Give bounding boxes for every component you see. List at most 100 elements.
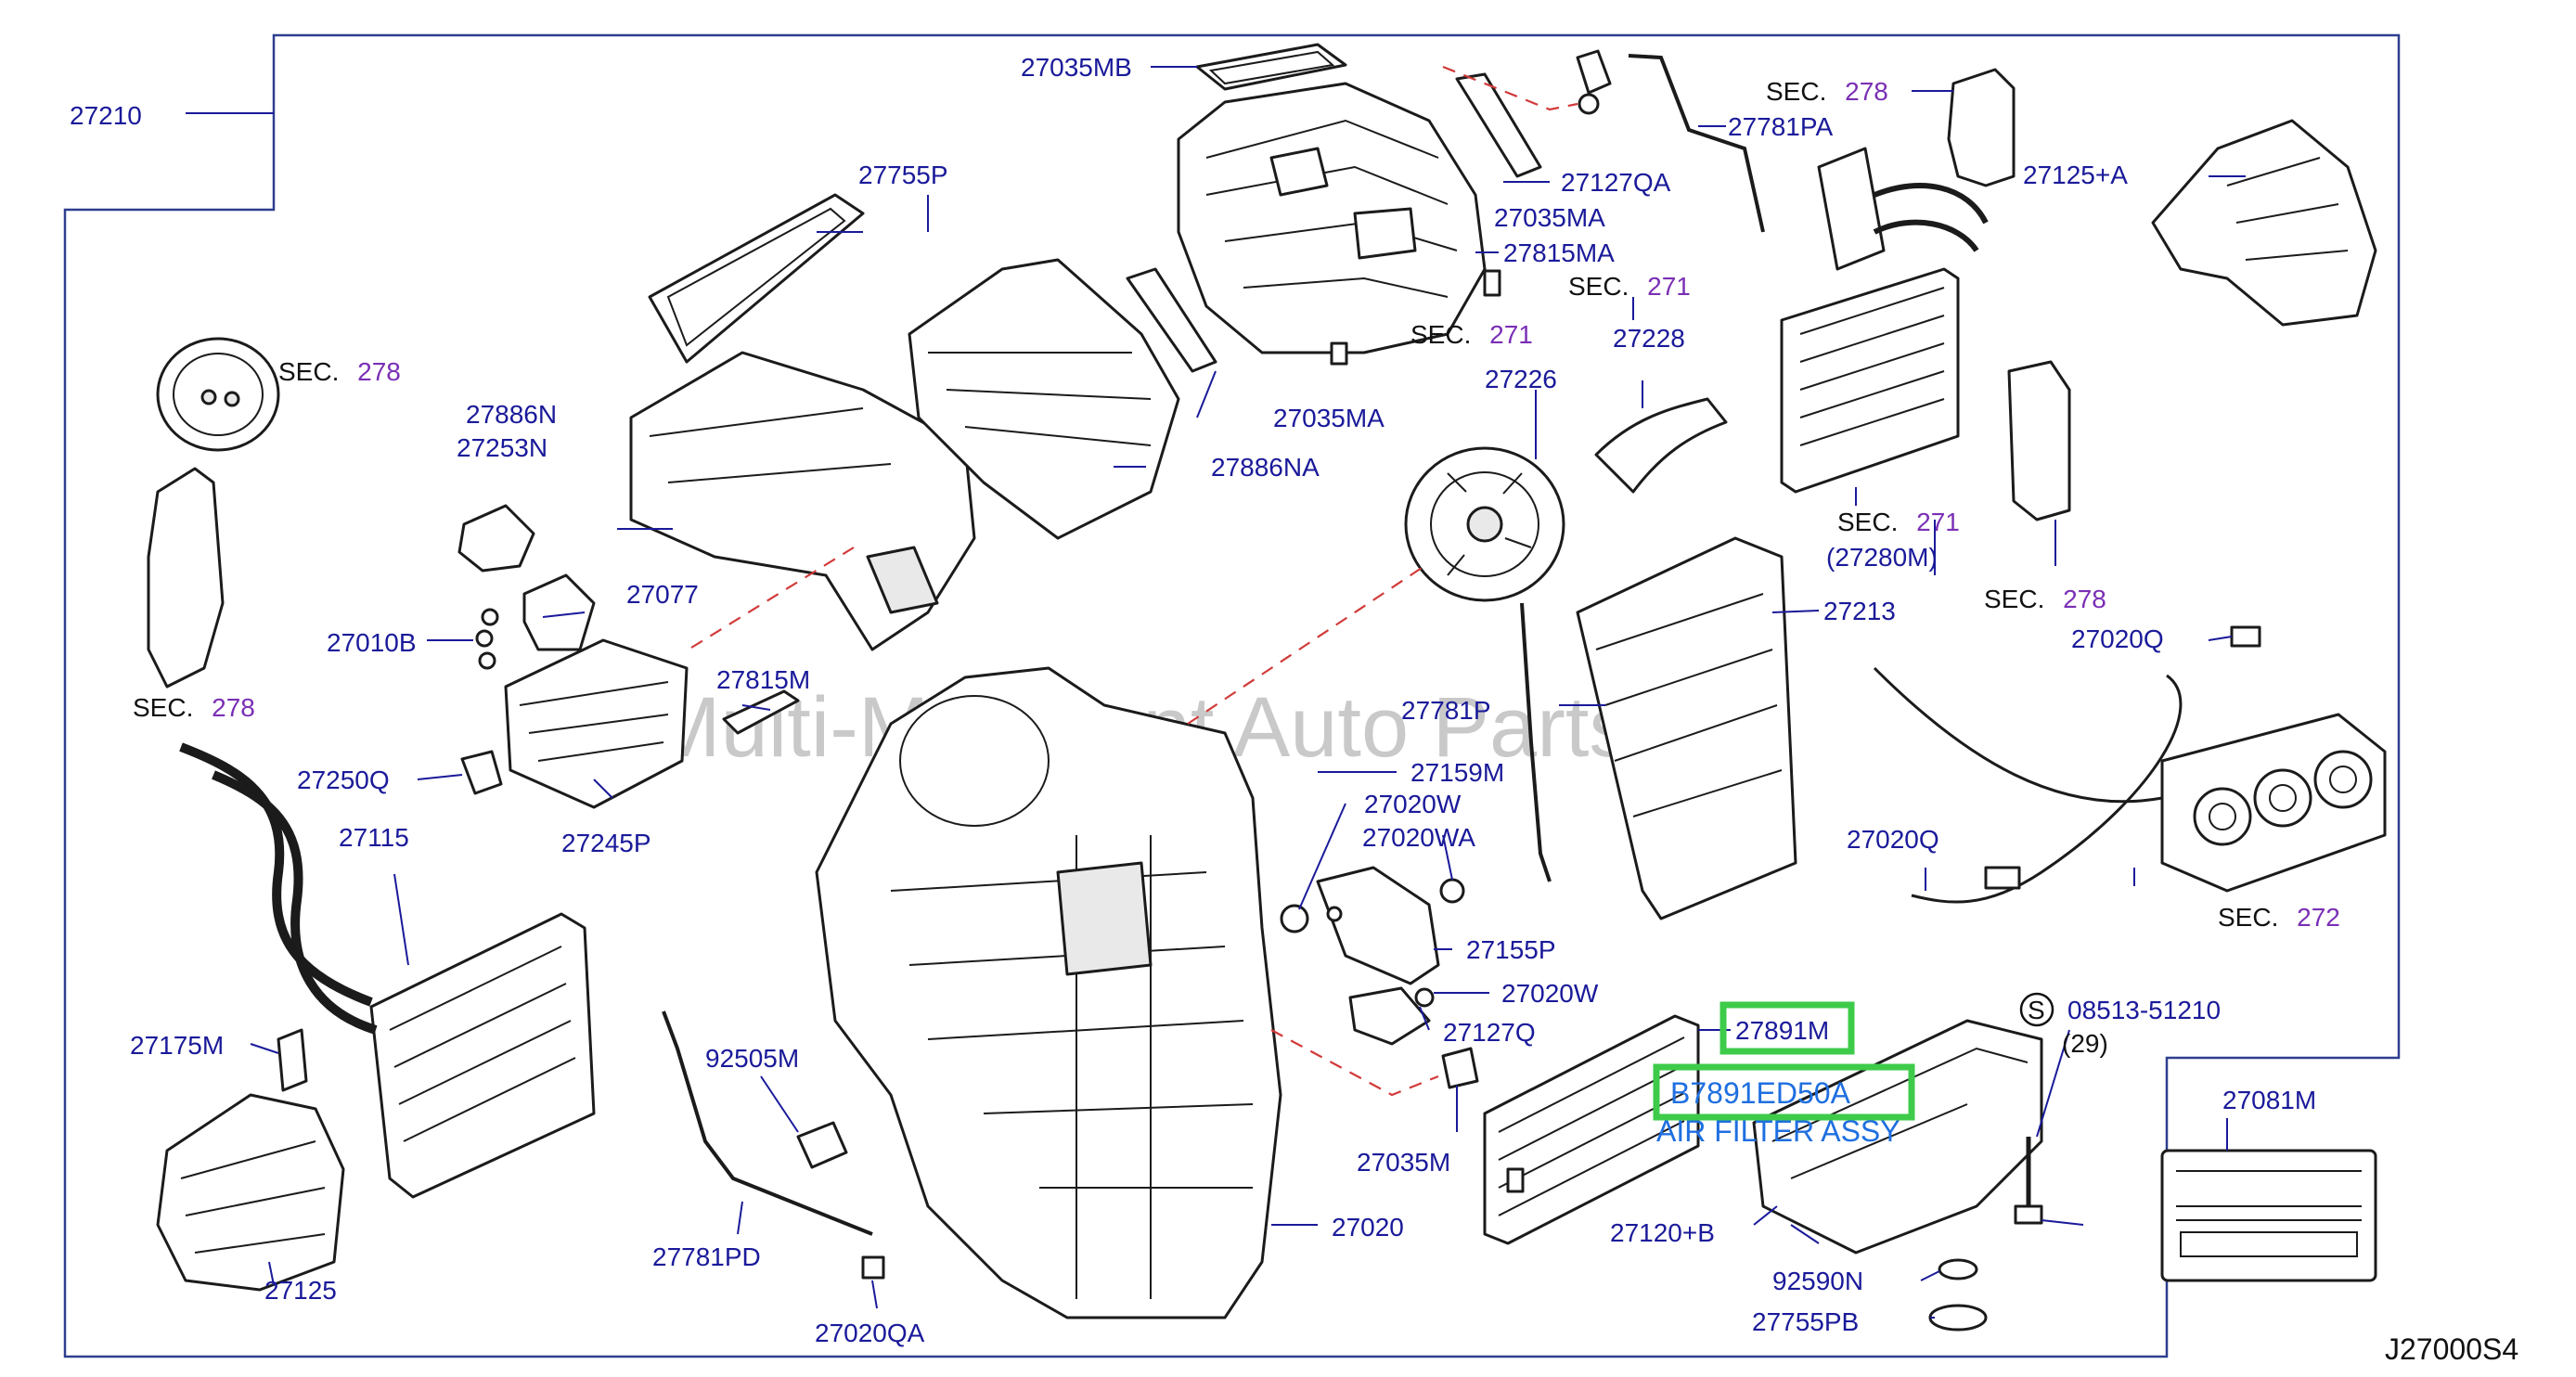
rod-27781pd xyxy=(662,1010,873,1236)
guide-line-3 xyxy=(1187,565,1425,725)
evaporator-illustration xyxy=(1780,147,1989,494)
label-27159m: 27159M xyxy=(1410,758,1504,787)
label-27886n: 27886N xyxy=(466,400,557,429)
strip-27815m xyxy=(722,689,800,735)
part-27127qa-illustration xyxy=(1576,49,1612,115)
label-27077: 27077 xyxy=(626,580,699,609)
duct-27125-illustration xyxy=(156,1093,345,1292)
duct-27228-illustration xyxy=(1594,397,1728,494)
guide-line-4 xyxy=(1270,1029,1439,1097)
part-27781pa-rod xyxy=(1628,54,1765,233)
label-27127qa: 27127QA xyxy=(1561,168,1671,197)
cable-clip-27020q-lower xyxy=(1984,866,2021,890)
sec-ref-271-b: SEC. 271 xyxy=(1410,320,1533,349)
blower-motor-illustration xyxy=(1404,446,1565,602)
label-27226: 27226 xyxy=(1485,365,1557,393)
cable-27020q-2 xyxy=(1911,674,2183,904)
label-27125a: 27125+A xyxy=(2023,161,2128,189)
highlight-box-replacement xyxy=(1653,1063,1915,1121)
bracket-sec278-top xyxy=(1947,68,2016,187)
label-27035mb: 27035MB xyxy=(1021,53,1132,82)
label-27125: 27125 xyxy=(264,1276,337,1305)
cable-27020q-1 xyxy=(1873,666,2163,804)
s-symbol-circle xyxy=(2019,992,2054,1027)
rod-27781p xyxy=(1520,602,1552,882)
sec-ref-271-evap: SEC. 271 xyxy=(1837,508,1960,536)
label-27210: 27210 xyxy=(70,101,142,130)
intake-unit-illustration xyxy=(1177,82,1487,354)
diagram-code: J27000S4 xyxy=(2385,1332,2518,1366)
sec-ref-278-seal: SEC. 278 xyxy=(278,357,401,386)
label-27020w-1: 27020W xyxy=(1364,790,1462,818)
label-27755p: 27755P xyxy=(858,161,948,189)
bolt-quantity: (29) xyxy=(2062,1029,2108,1058)
label-27127q: 27127Q xyxy=(1443,1018,1536,1047)
label-27020q-2: 27020Q xyxy=(1847,825,1939,854)
bolt-callout: S 08513-51210 (29) xyxy=(2019,992,2221,1058)
sec-ref-278-right: SEC. 278 xyxy=(1984,585,2106,613)
label-27891m[interactable]: 27891M xyxy=(1735,1016,1829,1045)
label-27010b: 27010B xyxy=(327,628,417,657)
clip-27020qa xyxy=(861,1255,885,1280)
guide-line-1 xyxy=(1442,65,1578,111)
label-27755pb: 27755PB xyxy=(1752,1307,1859,1336)
leader-lines xyxy=(186,66,2246,1319)
sensor-92505m xyxy=(796,1121,848,1169)
label-27245p: 27245P xyxy=(561,829,651,857)
part-27125a-illustration xyxy=(2151,119,2377,327)
diagram-frame xyxy=(63,33,2401,1358)
label-27020: 27020 xyxy=(1332,1213,1404,1242)
bolt-grommets-illustration xyxy=(1928,1137,2043,1332)
label-27020wa: 27020WA xyxy=(1362,823,1475,852)
label-27280m: (27280M) xyxy=(1826,543,1938,572)
screws-27010b xyxy=(475,608,499,670)
label-27781p: 27781P xyxy=(1401,696,1491,725)
label-27115: 27115 xyxy=(339,823,409,852)
label-27250q: 27250Q xyxy=(297,766,390,794)
label-92590n: 92590N xyxy=(1772,1267,1863,1295)
part-27035ma-strip-1 xyxy=(1455,72,1542,178)
label-27886na: 27886NA xyxy=(1211,453,1320,482)
sec-ref-278-top: SEC. 278 xyxy=(1766,77,1888,106)
label-27815m: 27815M xyxy=(716,665,810,694)
part-27035mb-illustration xyxy=(1195,43,1347,91)
seal-sec278-illustration xyxy=(156,337,280,452)
flap-linkage-illustration xyxy=(1280,866,1479,1089)
linkage-27253n xyxy=(457,504,535,573)
air-filter-description: AIR FILTER ASSY xyxy=(1656,1114,1900,1148)
replacement-part-number[interactable]: B7891ED50A xyxy=(1670,1076,1851,1110)
label-27213: 27213 xyxy=(1823,597,1896,625)
label-92505m: 92505M xyxy=(705,1044,799,1073)
filter-case-27120b-illustration xyxy=(1752,1019,2043,1255)
air-filter-27891m-illustration xyxy=(1483,1014,1700,1245)
label-27020q-1: 27020Q xyxy=(2071,624,2164,653)
bracket-sec278-right xyxy=(2007,360,2071,521)
label-27020qa: 27020QA xyxy=(815,1319,925,1347)
label-27228: 27228 xyxy=(1613,324,1685,353)
label-27081m: 27081M xyxy=(2222,1086,2316,1114)
sec-ref-271-a: SEC. 271 xyxy=(1568,272,1691,301)
highlight-box-27891m xyxy=(1719,1001,1855,1055)
motor-27077 xyxy=(522,573,596,651)
sec-ref-272: SEC. 272 xyxy=(2218,903,2340,932)
label-27035ma-2: 27035MA xyxy=(1273,404,1385,432)
control-unit-illustration xyxy=(2160,713,2387,893)
bracket-sec278-left xyxy=(147,467,225,688)
cable-clip-27020q xyxy=(2230,625,2261,648)
label-27035m: 27035M xyxy=(1357,1148,1450,1177)
clip-sec271 xyxy=(1330,341,1348,366)
actuator-27245p-illustration xyxy=(504,638,689,809)
heater-core-27115-illustration xyxy=(179,742,596,1199)
clip-27250q xyxy=(460,750,503,795)
label-27253n: 27253N xyxy=(457,433,547,462)
label-27781pd: 27781PD xyxy=(652,1242,761,1271)
cover-27213-illustration xyxy=(1576,536,1797,920)
s-symbol: S xyxy=(2028,996,2045,1024)
label-27020w-2: 27020W xyxy=(1501,979,1599,1008)
label-27781pa: 27781PA xyxy=(1728,112,1833,141)
label-27120b: 27120+B xyxy=(1610,1218,1715,1247)
guide-line-2 xyxy=(690,547,855,649)
label-27815ma: 27815MA xyxy=(1503,238,1615,267)
intake-duct-27886n-illustration xyxy=(629,351,976,651)
